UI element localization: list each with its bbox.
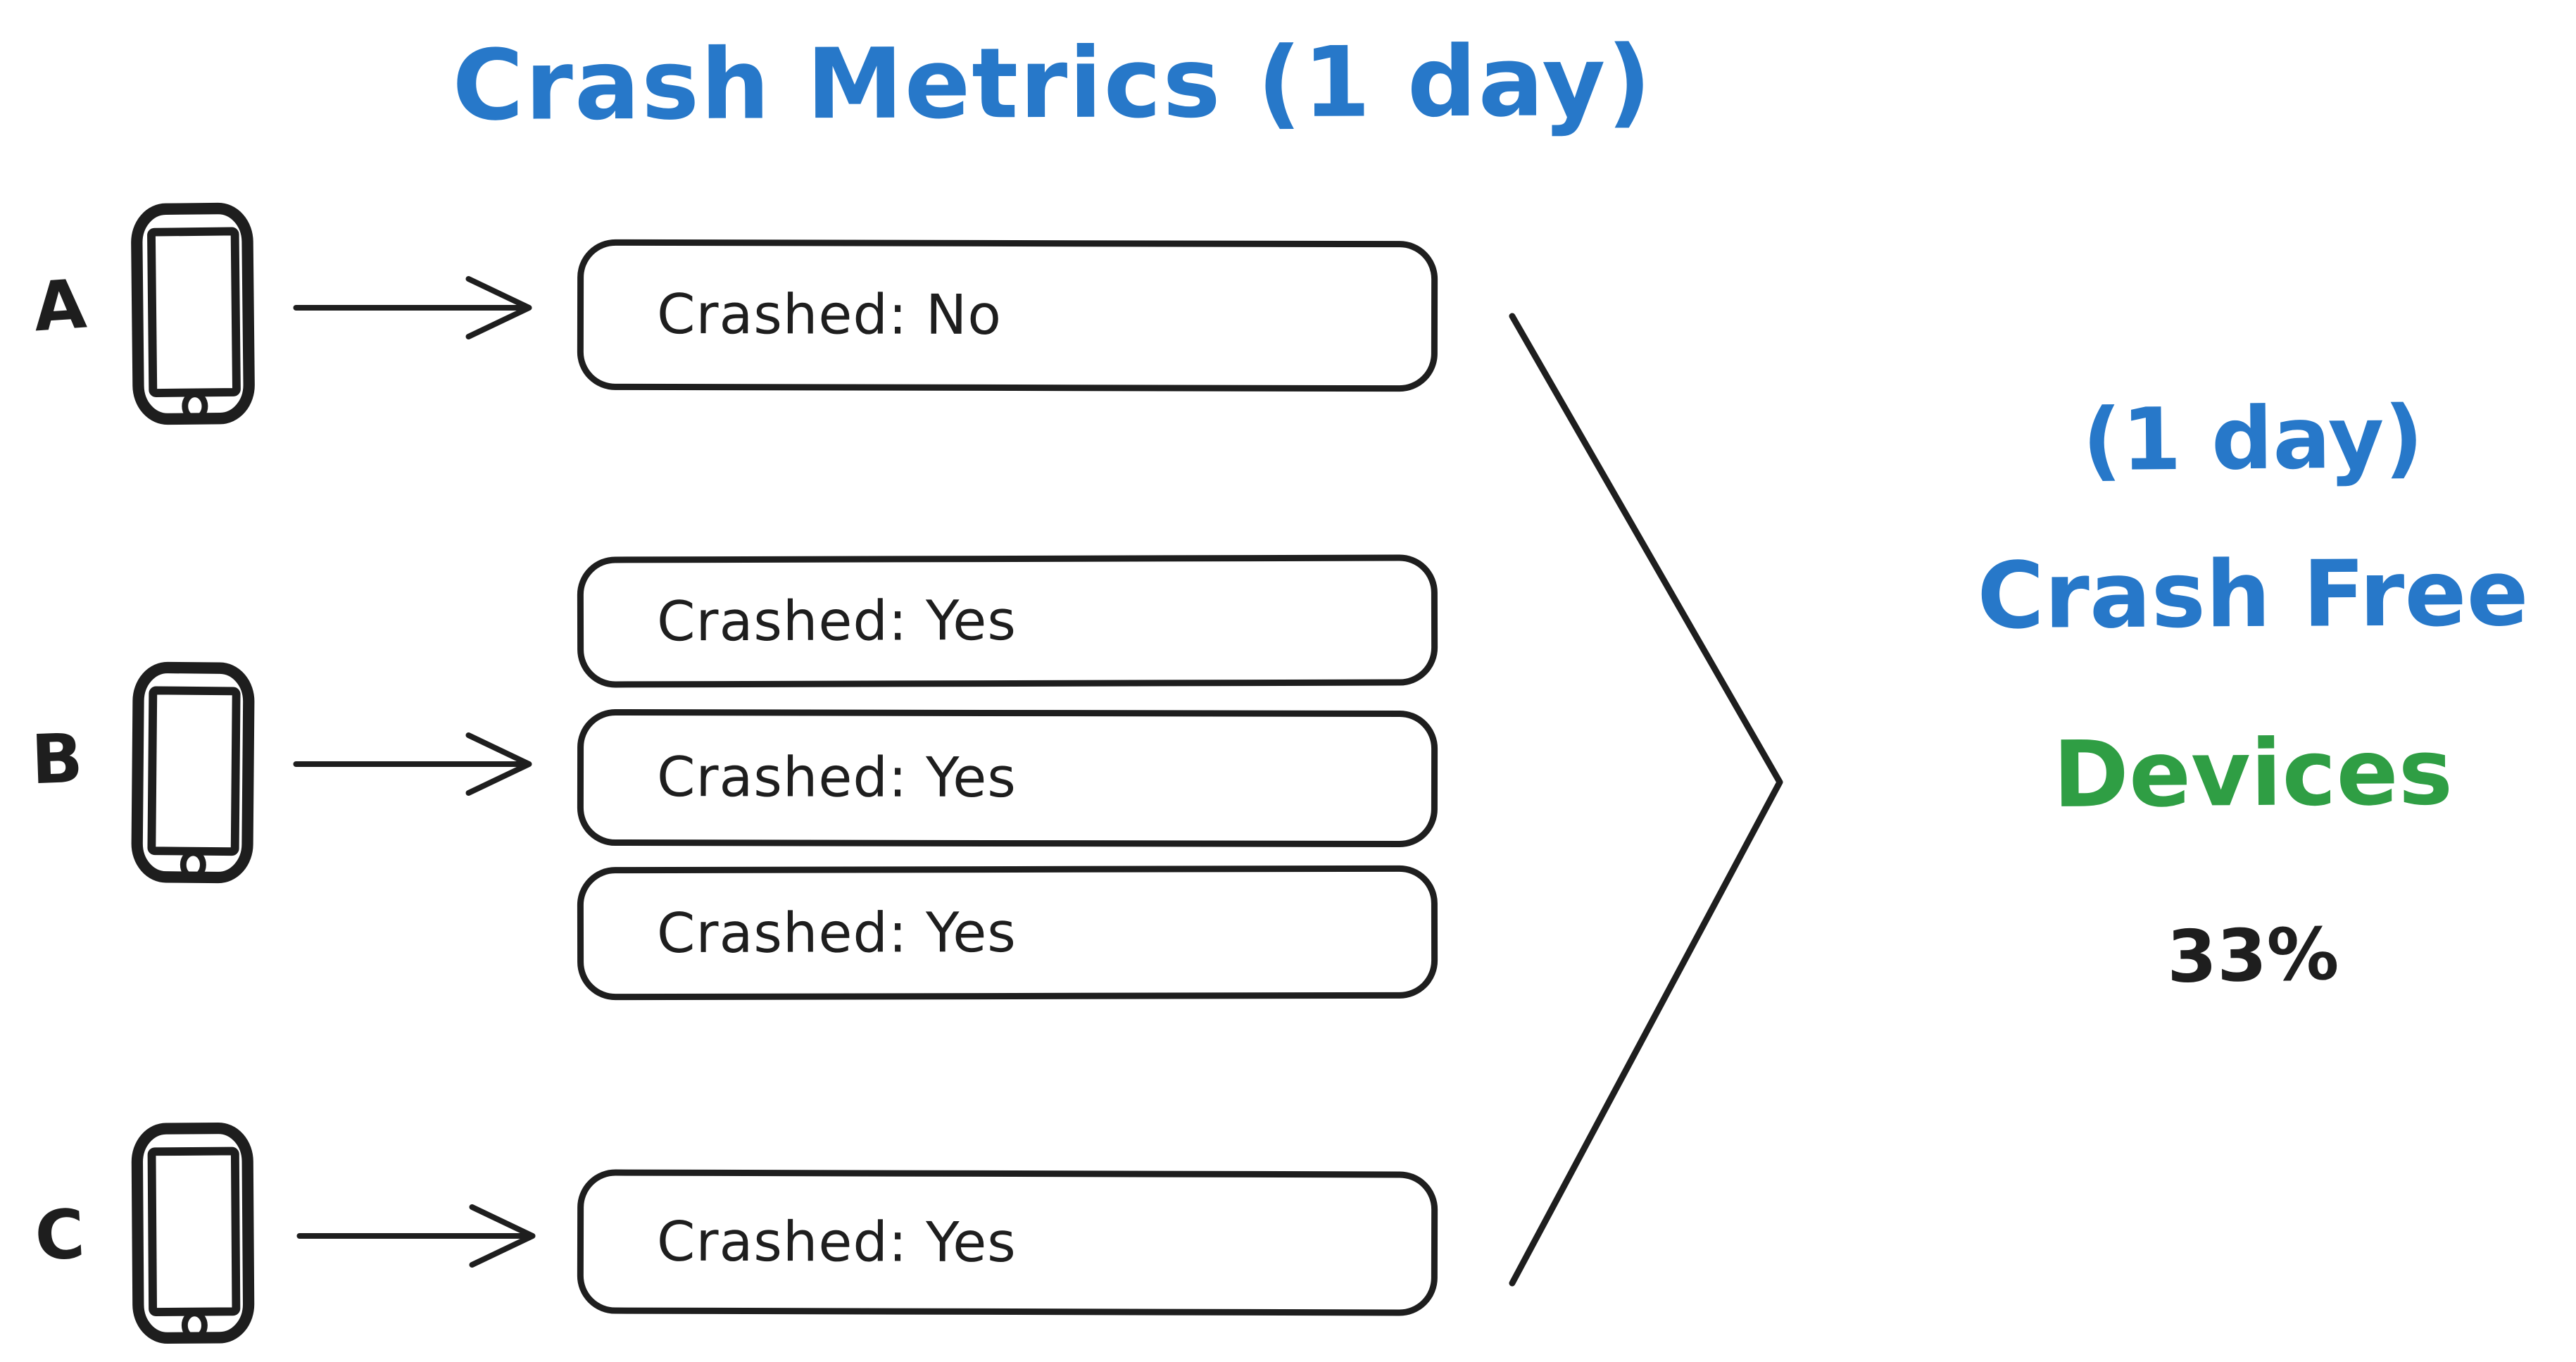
session-text: Crashed: Yes [656, 901, 1017, 966]
session-box: Crashed: Yes [577, 1169, 1438, 1316]
session-box: Crashed: Yes [577, 865, 1438, 1001]
arrow-right-icon [293, 732, 532, 796]
session-text: Crashed: Yes [656, 746, 1017, 811]
session-box: Crashed: No [577, 239, 1438, 392]
device-a-label: A [31, 264, 89, 347]
result-value: 33% [2166, 912, 2340, 1000]
session-box: Crashed: Yes [577, 708, 1438, 848]
result-metric-line2: Devices [2052, 718, 2454, 828]
session-text: Crashed: Yes [656, 1210, 1017, 1275]
diagram-title: Crash Metrics (1 day) [452, 25, 1653, 142]
device-b-label: B [30, 718, 84, 800]
result-period: (1 day) [2082, 387, 2424, 491]
merge-chevron-icon [1509, 313, 1783, 1287]
session-box: Crashed: Yes [577, 554, 1438, 688]
device-c-label: C [32, 1194, 87, 1276]
phone-icon [131, 1122, 255, 1344]
result-metric-line1: Crash Free [1976, 539, 2530, 650]
arrow-right-icon [293, 276, 532, 339]
session-text: Crashed: Yes [656, 589, 1017, 654]
phone-icon [131, 202, 255, 425]
phone-icon [131, 661, 255, 884]
arrow-right-icon [296, 1204, 536, 1268]
session-text: Crashed: No [656, 282, 1003, 347]
